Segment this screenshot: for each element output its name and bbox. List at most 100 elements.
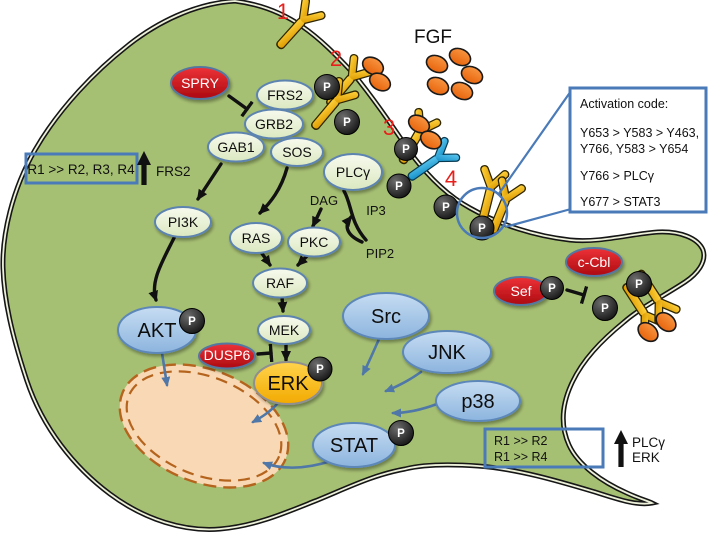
p-icon: P bbox=[188, 316, 196, 328]
fgf-ligand-icon bbox=[445, 44, 475, 70]
activation-code-title: Activation code: bbox=[580, 97, 668, 111]
p-icon: P bbox=[442, 202, 450, 214]
pip2-label: PIP2 bbox=[366, 246, 394, 261]
p-icon: P bbox=[343, 117, 351, 129]
ip3-label: IP3 bbox=[366, 203, 386, 218]
p-icon: P bbox=[316, 364, 324, 376]
node-erk: ERK bbox=[253, 361, 323, 405]
p-icon: P bbox=[548, 283, 556, 295]
nucleus bbox=[118, 363, 290, 489]
right-note-line-2: R1 >> R4 bbox=[494, 450, 548, 464]
arrow-stat-nucleus bbox=[262, 459, 333, 471]
node-spry: SPRY bbox=[170, 66, 230, 100]
blue-arrows bbox=[160, 337, 439, 471]
sef-label: Sef bbox=[510, 283, 531, 299]
arrow-dag-pkc bbox=[311, 207, 323, 228]
phospho-r3b: P bbox=[386, 173, 412, 199]
phospho-r2b: P bbox=[334, 109, 360, 135]
mek-label: MEK bbox=[269, 322, 300, 338]
raf-label: RAF bbox=[266, 275, 294, 291]
blue-nodes: AKT Src JNK p38 STAT bbox=[117, 292, 521, 468]
p-icon: P bbox=[395, 181, 403, 193]
node-jnk: JNK bbox=[402, 330, 492, 374]
frs2-label: FRS2 bbox=[267, 87, 303, 103]
arrow-p38 bbox=[391, 402, 439, 418]
phospho-r4a: P bbox=[433, 194, 459, 220]
callout-circle bbox=[455, 186, 509, 240]
node-ccbl: c-Cbl bbox=[565, 247, 623, 277]
fgf-ligand-cluster bbox=[422, 44, 487, 104]
src-label: Src bbox=[371, 306, 401, 328]
node-dusp6: DUSP6 bbox=[198, 342, 256, 370]
node-akt: AKT bbox=[117, 306, 197, 354]
right-note-line-1: R1 >> R2 bbox=[494, 434, 548, 448]
ccbl-label: c-Cbl bbox=[578, 254, 611, 270]
phospho-erk: P bbox=[307, 356, 333, 382]
node-frs2: FRS2 bbox=[256, 79, 314, 111]
node-pkc: PKC bbox=[287, 226, 341, 258]
akt-label: AKT bbox=[138, 320, 177, 342]
left-note: R1 >> R2, R3, R4 FRS2 bbox=[24, 151, 191, 185]
arrow-gab1-pi3k bbox=[196, 162, 223, 201]
phospho-akt: P bbox=[179, 308, 205, 334]
jnk-label: JNK bbox=[428, 342, 466, 364]
p-icon: P bbox=[635, 279, 643, 291]
receptor-number-1: 1 bbox=[277, 0, 289, 24]
node-src: Src bbox=[342, 292, 430, 340]
node-raf: RAF bbox=[252, 267, 308, 299]
phospho-int-b: P bbox=[592, 295, 618, 321]
node-p38: p38 bbox=[435, 380, 521, 422]
up-arrow-icon bbox=[614, 430, 628, 467]
pkc-label: PKC bbox=[300, 234, 329, 250]
p-icon: P bbox=[323, 82, 331, 94]
sos-label: SOS bbox=[282, 144, 312, 160]
phospho-int-a: P bbox=[626, 271, 652, 297]
activation-code-line-2: Y766, Y583 > Y654 bbox=[580, 142, 688, 156]
phospho-r3a: P bbox=[394, 137, 418, 161]
pale-nodes: FRS2 GRB2 GAB1 SOS PLCγ PI3K RAS PKC RAF… bbox=[154, 79, 383, 345]
phospho-marks: P P P P P P P P P P P P bbox=[179, 74, 652, 446]
inhibit-sef-receptor bbox=[565, 285, 589, 305]
node-grb2: GRB2 bbox=[244, 108, 304, 140]
node-sos: SOS bbox=[270, 137, 324, 167]
activation-code-line-3: Y766 > PLCγ bbox=[580, 169, 655, 183]
plcg-label: PLCγ bbox=[336, 164, 370, 180]
ras-label: RAS bbox=[242, 230, 271, 246]
grb2-label: GRB2 bbox=[255, 116, 293, 132]
dusp6-label: DUSP6 bbox=[204, 347, 251, 363]
fgf-ligand-icon bbox=[422, 51, 452, 77]
arrow-pi3k-akt bbox=[148, 236, 176, 302]
activation-code-box bbox=[568, 86, 708, 214]
curve-plcg-pip2 bbox=[342, 189, 368, 242]
receptor-number-3: 3 bbox=[383, 115, 395, 140]
phospho-r4b: P bbox=[469, 215, 495, 241]
pi3k-label: PI3K bbox=[168, 214, 199, 230]
arrow-sos-ras bbox=[258, 166, 289, 215]
red-yellow-nodes: SPRY DUSP6 Sef c-Cbl ERK bbox=[170, 66, 623, 405]
phospho-r2a: P bbox=[314, 74, 340, 100]
arrow-src bbox=[361, 337, 381, 376]
inhibit-spry-grb2 bbox=[227, 94, 254, 118]
p38-label: p38 bbox=[461, 391, 494, 413]
phospho-stat: P bbox=[388, 420, 414, 446]
up-arrow-icon bbox=[137, 151, 151, 185]
p-icon: P bbox=[478, 223, 486, 235]
receptor-number-4: 4 bbox=[445, 166, 457, 191]
node-pi3k: PI3K bbox=[154, 206, 212, 238]
left-note-arrow-label: FRS2 bbox=[156, 164, 191, 179]
arrow-raf-mek bbox=[277, 295, 288, 313]
activation-code-line-4: Y677 > STAT3 bbox=[580, 195, 661, 209]
p-icon: P bbox=[402, 144, 410, 156]
node-ras: RAS bbox=[229, 222, 283, 254]
fgf-ligand-icon bbox=[423, 73, 453, 99]
arrow-erk-nucleus bbox=[251, 401, 280, 424]
arrow-jnk bbox=[384, 370, 423, 393]
spry-label: SPRY bbox=[181, 75, 220, 91]
right-note-arrow-label-2: ERK bbox=[632, 450, 660, 465]
node-sef: Sef bbox=[493, 276, 549, 306]
inhibit-dusp6-erk bbox=[256, 343, 274, 363]
p-icon: P bbox=[601, 303, 609, 315]
activation-code-line-1: Y653 > Y583 > Y463, bbox=[580, 126, 699, 140]
arrow-pip2-ip3 bbox=[341, 215, 364, 244]
